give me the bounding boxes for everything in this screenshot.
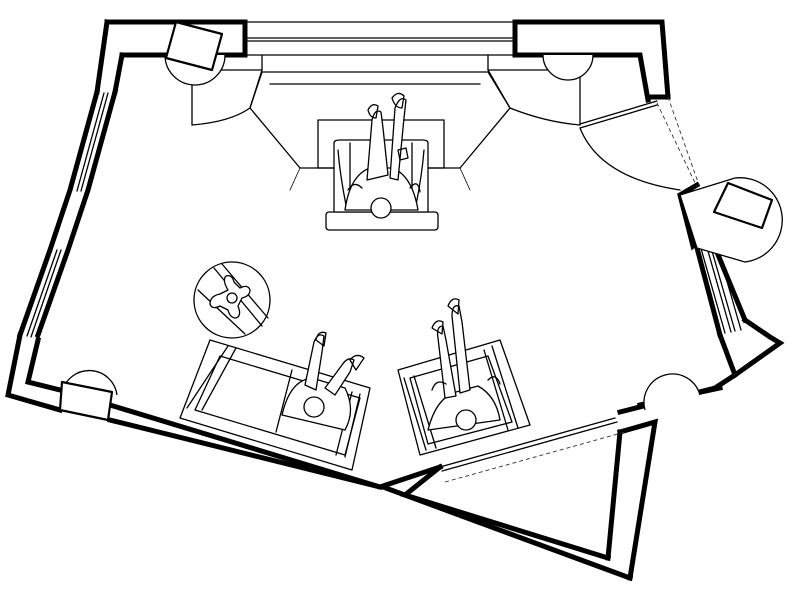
column-east: [679, 177, 783, 263]
sofa: [179, 331, 371, 471]
window-west-lower: [19, 249, 69, 339]
window-west-upper: [69, 91, 116, 192]
column-southeast: [643, 373, 701, 411]
column-southwest: [58, 369, 118, 422]
double-door-north: [191, 54, 581, 126]
sliding-door-south: [439, 417, 626, 483]
interior-details: [289, 167, 471, 191]
column-northwest: [164, 20, 226, 86]
column-northeast: [542, 54, 594, 81]
armchair: [397, 298, 531, 456]
side-table: [193, 261, 271, 339]
entry-door-east: [579, 96, 701, 191]
window-east: [699, 242, 742, 334]
person-at-desk: [344, 92, 421, 219]
window-top: [244, 21, 516, 56]
outer-walls: [5, 19, 785, 582]
